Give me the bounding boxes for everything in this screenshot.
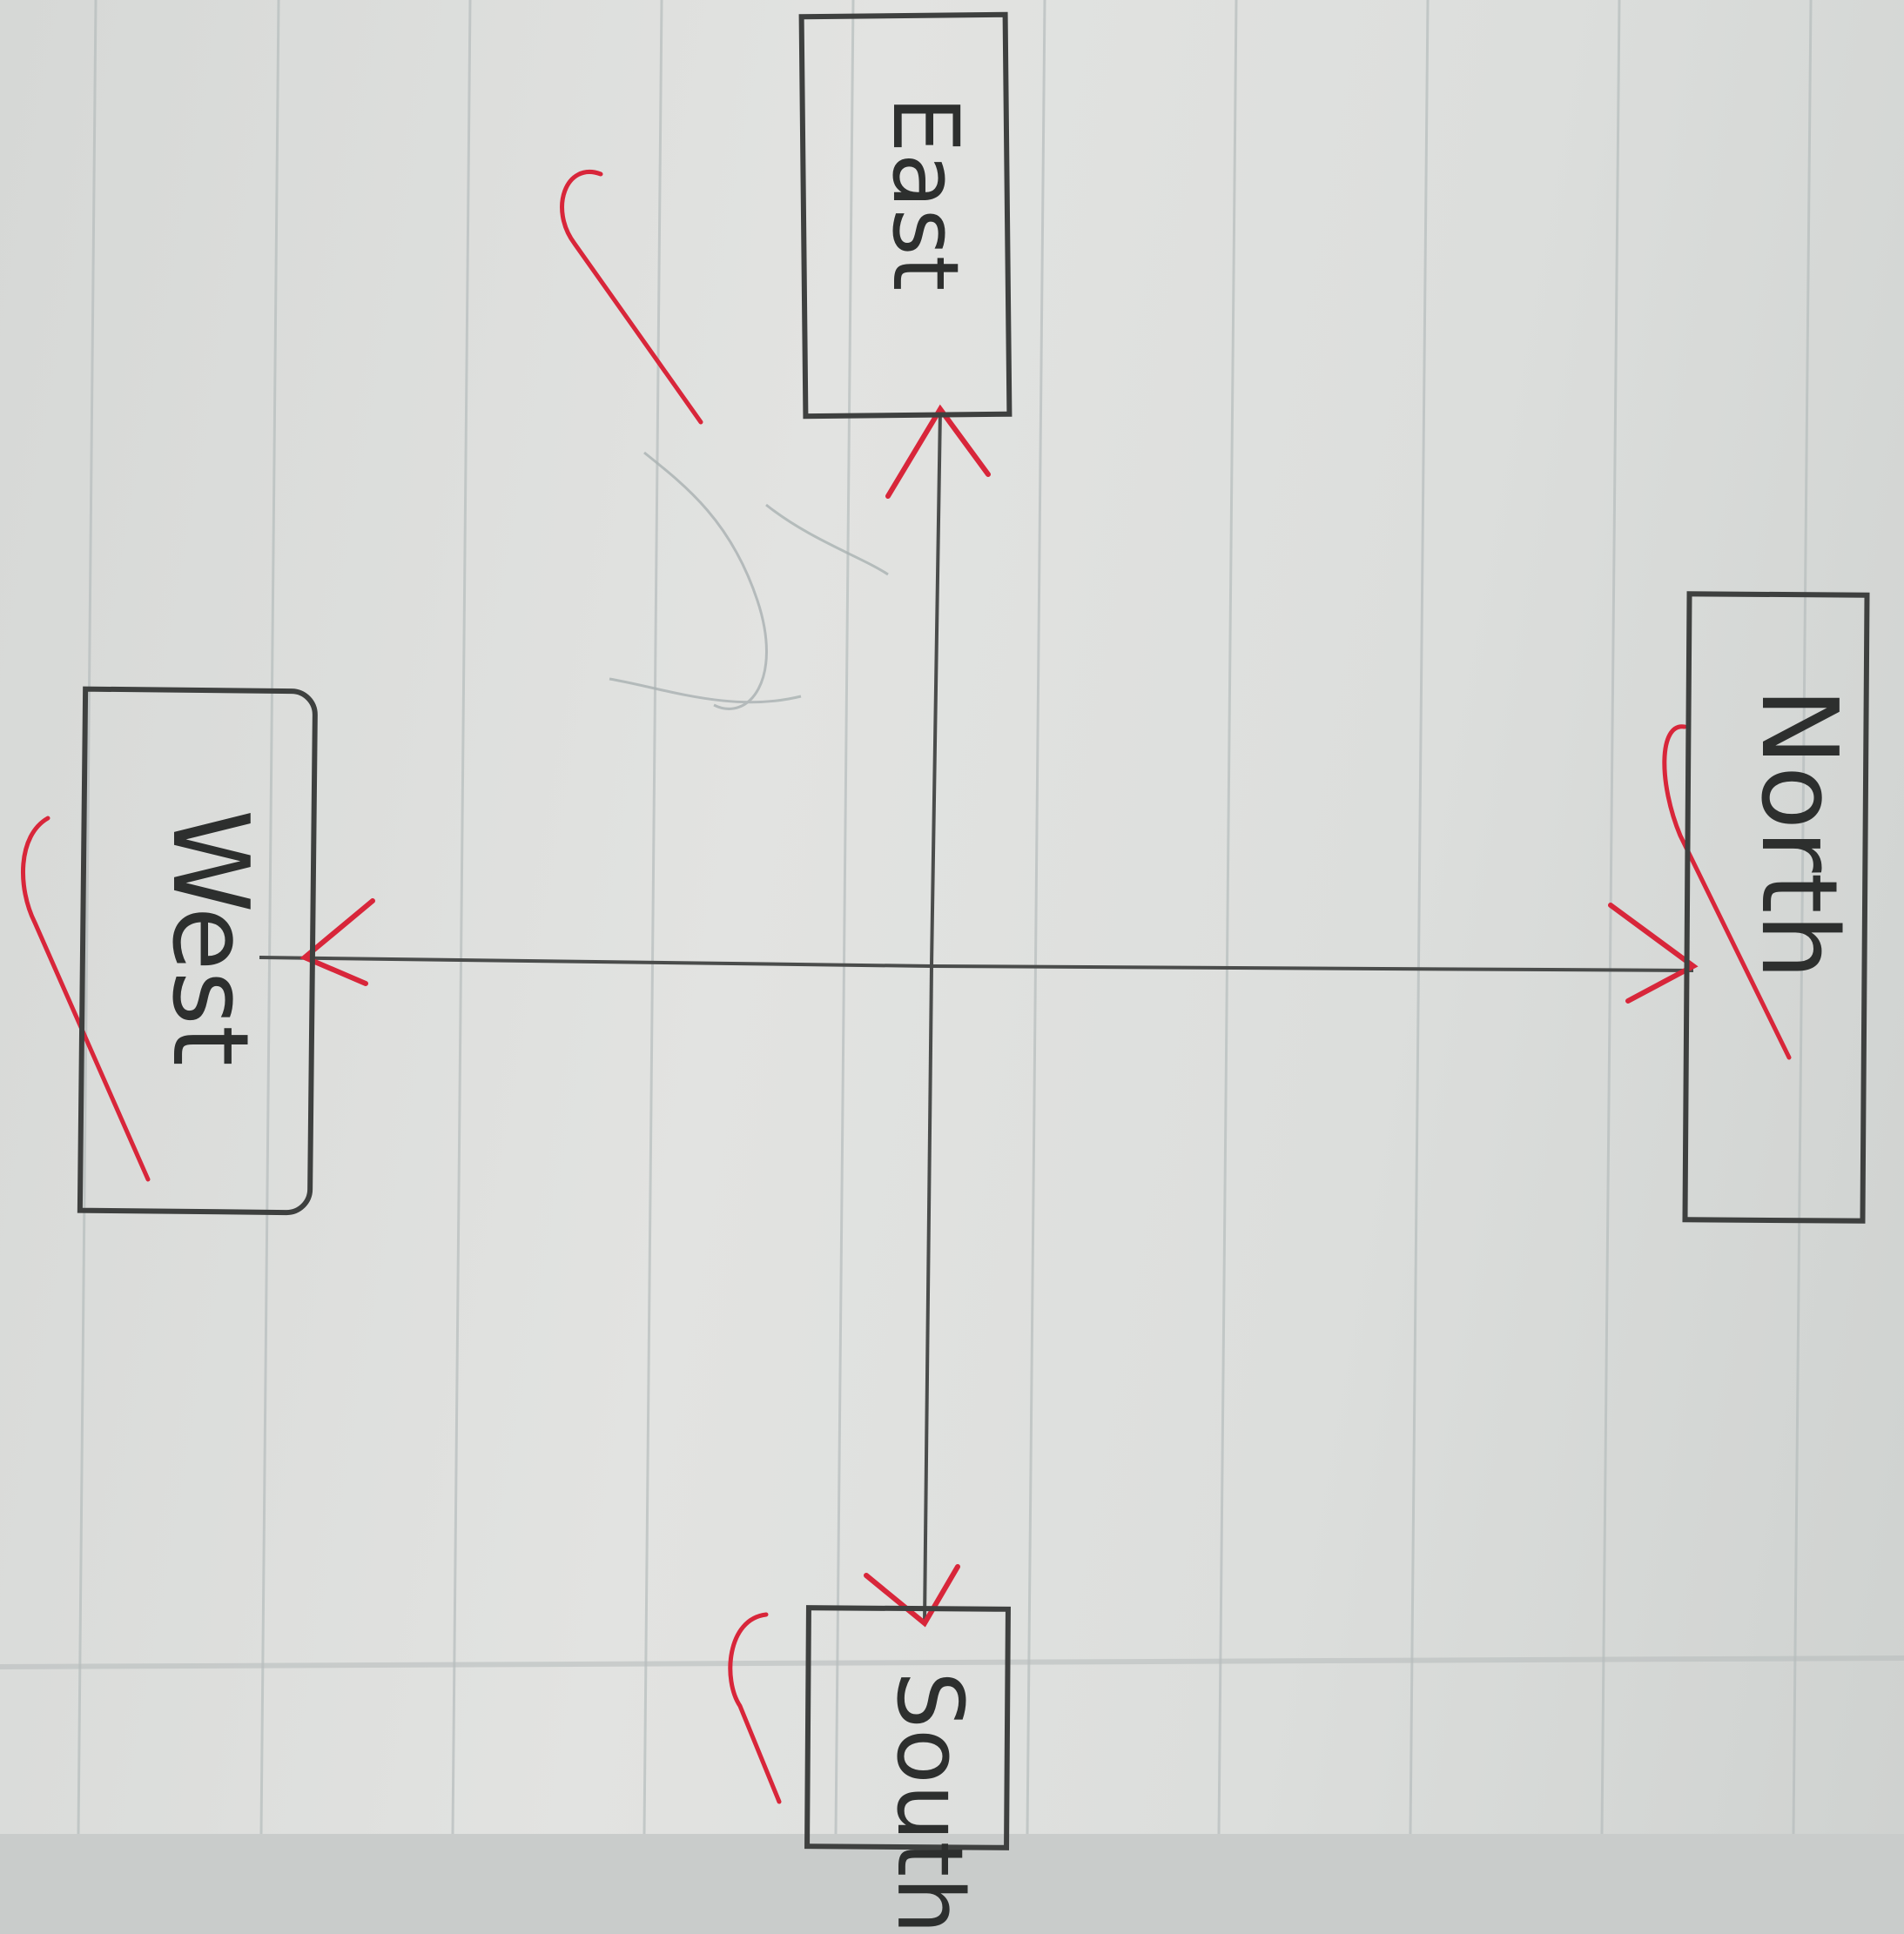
check-mark-east xyxy=(560,170,703,425)
erased-marks xyxy=(609,451,889,710)
arrowhead-east xyxy=(885,404,991,499)
page-fold xyxy=(0,1655,1904,1669)
edge-center-west xyxy=(259,956,932,968)
edge-center-east xyxy=(930,408,942,967)
edge-center-north xyxy=(931,964,1694,972)
correction-marks xyxy=(21,170,1792,1804)
arrowheads xyxy=(299,404,1699,1628)
check-mark-south xyxy=(728,1612,782,1804)
edge-center-south xyxy=(923,965,933,1624)
connectors xyxy=(259,408,1694,1624)
arrowhead-south xyxy=(864,1564,960,1628)
node-west-label: West xyxy=(149,809,270,1067)
ruled-lines xyxy=(77,0,1813,1834)
check-mark-west xyxy=(21,816,151,1182)
arrowhead-north xyxy=(1608,903,1699,1004)
node-north-label: North xyxy=(1738,688,1859,980)
check-mark-north xyxy=(1662,724,1792,1060)
node-east-label: East xyxy=(872,96,979,292)
node-south-label: South xyxy=(877,1671,983,1934)
arrowhead-west xyxy=(299,898,375,986)
sketch-layer xyxy=(0,0,1904,1834)
